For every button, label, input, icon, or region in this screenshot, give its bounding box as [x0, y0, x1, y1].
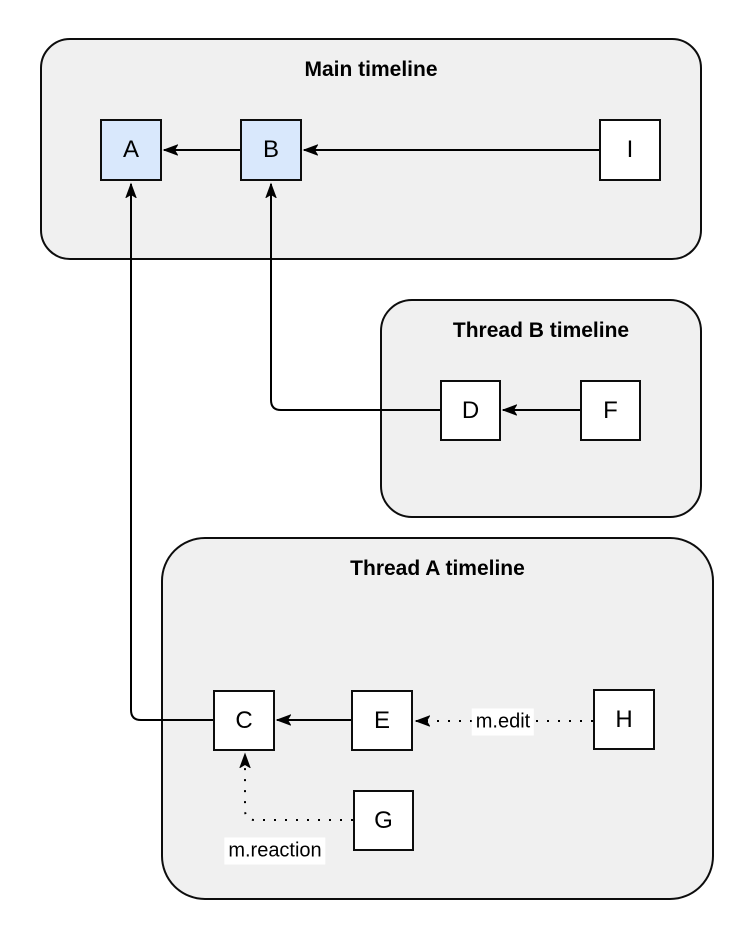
node-H: H	[593, 689, 655, 750]
node-I-label: I	[626, 136, 634, 163]
container-title-thread-b: Thread B timeline	[452, 319, 630, 342]
node-F-label: F	[603, 396, 618, 424]
node-A-label: A	[122, 136, 139, 163]
edge-C-to-A	[131, 184, 213, 721]
node-G-label: G	[374, 806, 393, 834]
node-E-label: E	[373, 706, 390, 734]
node-F: F	[580, 380, 641, 441]
node-B-label: B	[262, 136, 279, 163]
edge-label-m-reaction: m.reaction	[224, 837, 326, 865]
node-I: I	[599, 119, 661, 181]
node-B: B	[240, 119, 302, 181]
node-C: C	[213, 690, 275, 751]
edge-label-m-edit: m.edit	[471, 708, 535, 736]
node-D-label: D	[461, 396, 480, 424]
node-E: E	[351, 690, 413, 751]
edge-G-to-C-m-reaction	[245, 754, 353, 821]
node-C-label: C	[235, 706, 253, 734]
node-A: A	[100, 119, 162, 181]
node-D: D	[440, 380, 501, 441]
container-thread-b-timeline: Thread B timeline	[380, 299, 702, 518]
container-title-thread-a: Thread A timeline	[350, 557, 525, 580]
edge-D-to-B	[271, 184, 440, 411]
container-title-main: Main timeline	[304, 58, 438, 81]
node-G: G	[353, 790, 414, 851]
node-H-label: H	[615, 705, 633, 733]
